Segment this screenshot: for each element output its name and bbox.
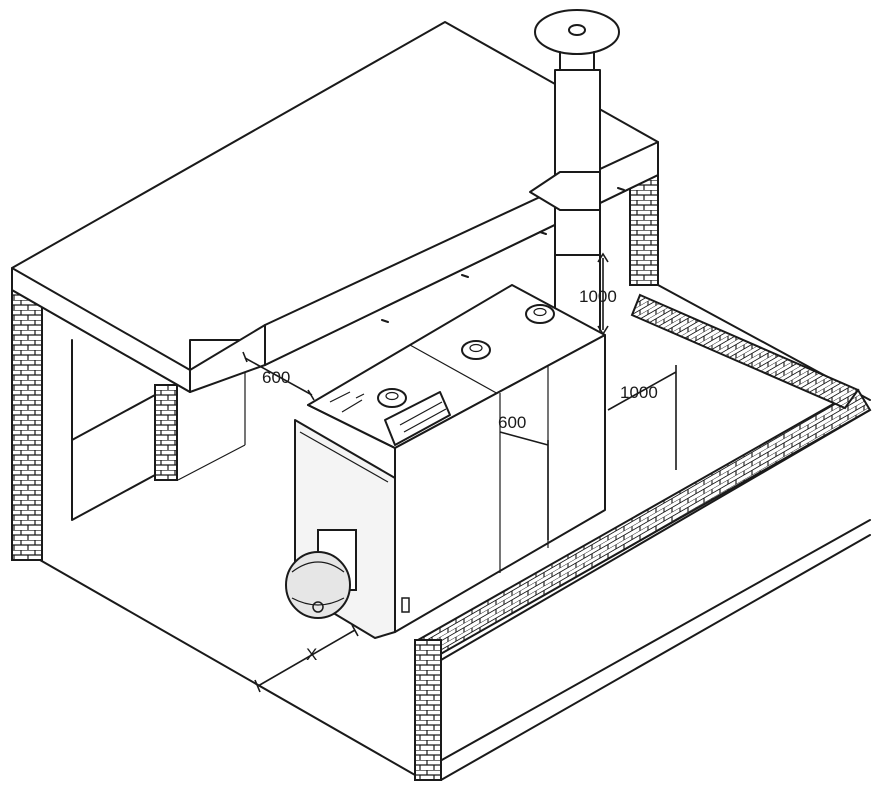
boiler-unit <box>285 284 606 639</box>
flue-cap-center <box>568 24 586 36</box>
top-clearance-label: 1000 <box>579 287 617 306</box>
back-brick-wall-top <box>630 293 860 410</box>
rear-clearance-label: 600 <box>262 368 290 387</box>
front-clearance-line <box>499 431 549 540</box>
clearance-dimensions: 1000 1000 600 600 X <box>242 252 677 693</box>
room-walls <box>11 174 872 781</box>
ceiling-edge-marks <box>381 187 625 323</box>
interior-brick-pier <box>154 384 178 481</box>
front-brick-pillar <box>414 639 442 781</box>
burner-housing-details <box>291 561 345 606</box>
boiler-top-seam <box>409 344 501 396</box>
rear-clearance-ticks <box>242 351 315 401</box>
back-corner-brick-wall <box>629 174 659 286</box>
flue-connector-3 <box>525 304 555 324</box>
back-wall-frame <box>71 339 156 521</box>
right-wall-outline <box>440 409 871 781</box>
flue-cap-neck <box>559 51 595 71</box>
boiler-top-vents <box>329 391 365 413</box>
side-clearance-label: 1000 <box>620 383 658 402</box>
flue-pipe <box>554 69 601 256</box>
burner-housing <box>285 551 351 619</box>
floor-edge-front <box>39 559 416 776</box>
boiler-side-switch <box>401 597 410 613</box>
burner-clearance-ticks <box>254 624 359 693</box>
boiler-front-top-edge <box>307 404 396 479</box>
flue-chimney <box>529 9 620 341</box>
front-clearance-label: 600 <box>498 413 526 432</box>
flue-connector-1 <box>377 388 407 408</box>
floor-edge-right <box>414 519 871 776</box>
flue-connector-2-inner <box>469 343 483 353</box>
side-clearance-line <box>607 365 677 470</box>
control-panel-details <box>399 401 447 433</box>
flue-connector-3-inner <box>533 307 547 317</box>
flue-roof-collar <box>529 171 601 211</box>
burner-clearance-line <box>257 629 356 687</box>
burner-clearance-label: X <box>306 645 317 664</box>
boiler-door-seam <box>299 431 389 483</box>
left-brick-wall <box>11 269 43 561</box>
rear-clearance-line <box>244 357 313 396</box>
burner-knob <box>312 601 324 613</box>
flue-connector-1-inner <box>385 391 399 401</box>
flue-connector-2 <box>461 340 491 360</box>
top-clearance-arrows <box>597 252 609 336</box>
control-panel <box>384 391 451 446</box>
